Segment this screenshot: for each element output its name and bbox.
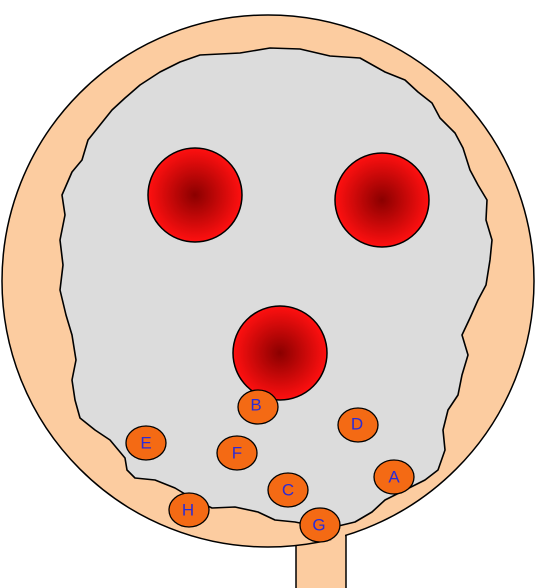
node-e[interactable]: E [126, 426, 166, 460]
node-h[interactable]: H [169, 493, 209, 527]
inner-region [60, 48, 492, 528]
node-d[interactable]: D [338, 408, 378, 442]
hotspot-right [335, 153, 429, 247]
node-c-label: C [282, 481, 294, 500]
node-f-label: F [232, 444, 242, 463]
node-h-label: H [182, 501, 194, 520]
node-g[interactable]: G [300, 508, 340, 542]
node-e-label: E [140, 434, 151, 453]
node-d-label: D [351, 415, 363, 434]
node-a[interactable]: A [374, 460, 414, 494]
hotspot-center [233, 306, 327, 400]
hotspot-left [148, 148, 242, 242]
node-c[interactable]: C [268, 473, 308, 507]
node-b-label: B [250, 396, 261, 415]
node-f[interactable]: F [217, 436, 257, 470]
node-a-label: A [388, 468, 400, 487]
node-g-label: G [312, 516, 325, 535]
node-b[interactable]: B [238, 390, 278, 424]
